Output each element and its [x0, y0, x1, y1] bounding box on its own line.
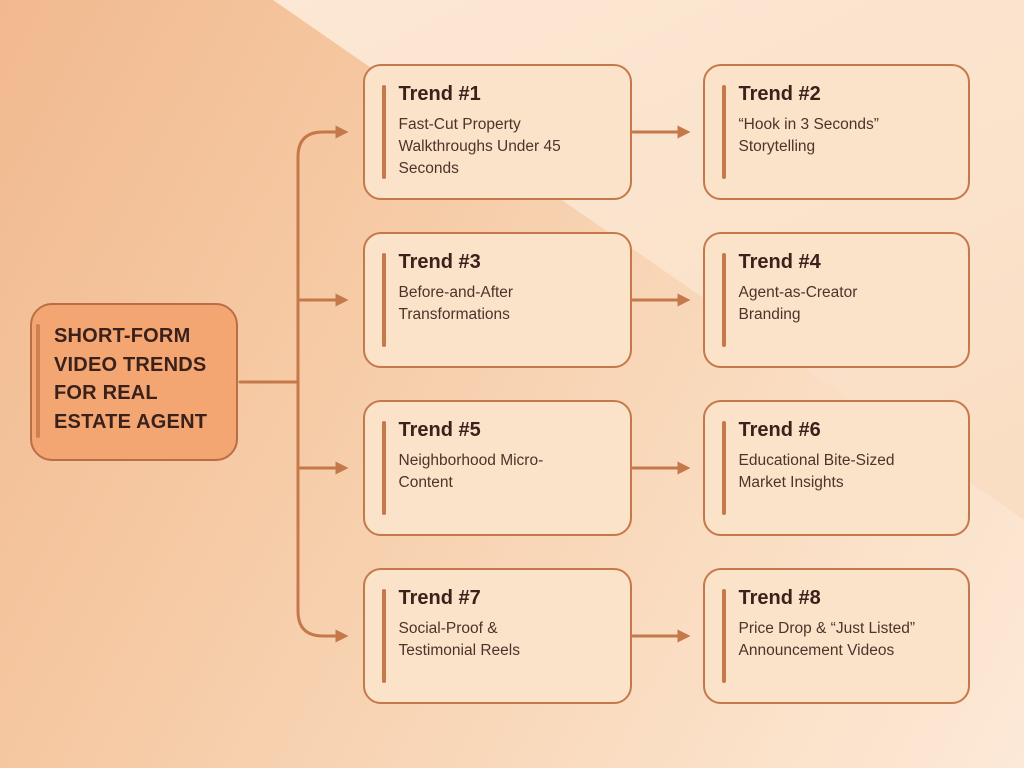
- trend-node-3: Trend #3 Before-and-After Transformation…: [363, 232, 632, 368]
- root-node: SHORT-FORM VIDEO TRENDS FOR REAL ESTATE …: [30, 303, 238, 461]
- trend-8-body: Price Drop & “Just Listed” Announcement …: [738, 620, 916, 659]
- trend-6-title: Trend #6: [738, 419, 821, 441]
- trend-4-title: Trend #4: [738, 251, 821, 273]
- trend-6-body: Educational Bite-Sized Market Insights: [738, 452, 895, 491]
- accent-bar: [382, 421, 386, 515]
- trend-node-1: Trend #1 Fast-Cut Property Walkthroughs …: [363, 64, 632, 200]
- trend-7-body: Social-Proof & Testimonial Reels: [398, 620, 520, 659]
- accent-bar: [382, 253, 386, 347]
- trend-node-6: Trend #6 Educational Bite-Sized Market I…: [703, 400, 970, 536]
- trend-2-body: “Hook in 3 Seconds” Storytelling: [738, 116, 879, 155]
- trend-4-body: Agent-as-Creator Branding: [738, 284, 858, 323]
- trend-3-body: Before-and-After Transformations: [398, 284, 514, 323]
- trend-node-4: Trend #4 Agent-as-Creator Branding: [703, 232, 970, 368]
- trend-node-7: Trend #7 Social-Proof & Testimonial Reel…: [363, 568, 632, 704]
- trend-2-title: Trend #2: [738, 83, 821, 105]
- accent-bar: [36, 324, 40, 438]
- accent-bar: [382, 85, 386, 179]
- trend-8-title: Trend #8: [738, 587, 821, 609]
- diagram-title: SHORT-FORM VIDEO TRENDS FOR REAL ESTATE …: [54, 325, 208, 433]
- accent-bar: [722, 85, 726, 179]
- trend-node-8: Trend #8 Price Drop & “Just Listed” Anno…: [703, 568, 970, 704]
- accent-bar: [722, 253, 726, 347]
- trend-7-title: Trend #7: [398, 587, 481, 609]
- connector-branch-4: [296, 380, 349, 643]
- trend-1-title: Trend #1: [398, 83, 481, 105]
- trend-5-title: Trend #5: [398, 419, 481, 441]
- connector-branch-1: [296, 125, 349, 384]
- trend-5-body: Neighborhood Micro- Content: [398, 452, 544, 491]
- accent-bar: [382, 589, 386, 683]
- trend-node-5: Trend #5 Neighborhood Micro- Content: [363, 400, 632, 536]
- accent-bar: [722, 421, 726, 515]
- trend-1-body: Fast-Cut Property Walkthroughs Under 45 …: [398, 116, 561, 177]
- trend-node-2: Trend #2 “Hook in 3 Seconds” Storytellin…: [703, 64, 970, 200]
- accent-bar: [722, 589, 726, 683]
- trend-3-title: Trend #3: [398, 251, 481, 273]
